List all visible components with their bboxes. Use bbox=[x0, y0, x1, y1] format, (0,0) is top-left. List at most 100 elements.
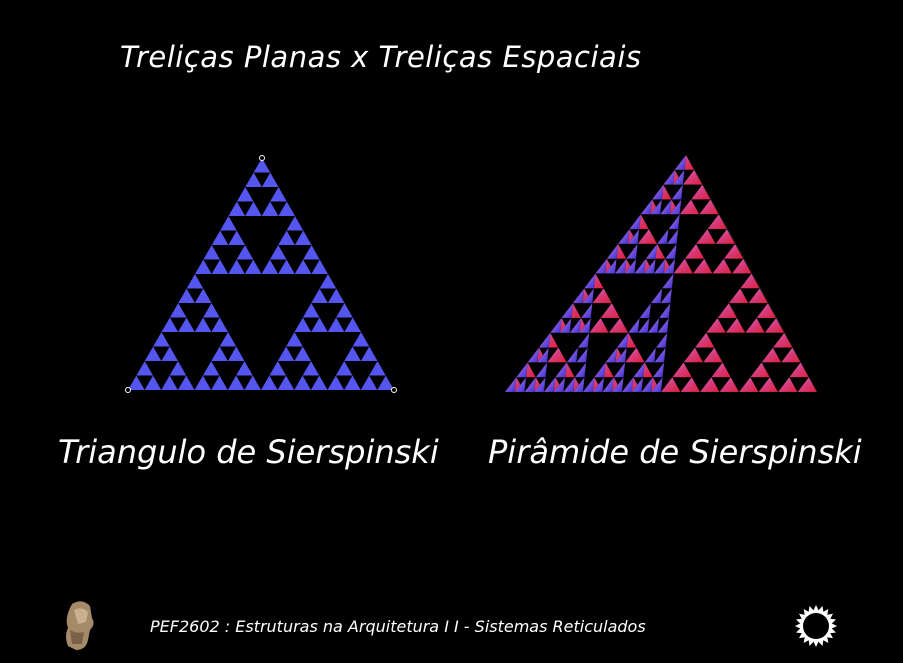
triangle-cell bbox=[211, 230, 229, 245]
pyramid-left-face-cell bbox=[577, 332, 590, 348]
triangle-cell bbox=[203, 303, 220, 318]
triangle-cell bbox=[236, 245, 254, 260]
pyramid-left-face-cell bbox=[533, 376, 546, 393]
triangle-cell bbox=[227, 346, 245, 361]
triangle-cell bbox=[153, 332, 170, 347]
pyramid-left-face-cell bbox=[669, 198, 682, 215]
slide-title: Treliças Planas x Treliças Espaciais bbox=[120, 40, 642, 74]
pyramid-front-face-cell bbox=[684, 243, 705, 259]
pyramid-left-face-cell bbox=[668, 213, 681, 230]
triangle-cell bbox=[219, 332, 237, 347]
triangle-cell bbox=[211, 346, 228, 361]
pyramid-right-face-cell bbox=[717, 211, 735, 242]
pyramid-left-face-cell bbox=[631, 376, 644, 393]
pyramid-front-face-cell bbox=[682, 169, 703, 185]
pyramid-front-face-cell bbox=[710, 362, 732, 378]
pyramid-left-face-cell bbox=[536, 346, 549, 363]
pyramid-left-face-cell bbox=[656, 228, 669, 245]
pyramid-front-face-cell bbox=[780, 347, 801, 363]
triangle-cell bbox=[211, 259, 229, 274]
pyramid-left-face-cell bbox=[671, 183, 684, 200]
triangle-cell bbox=[311, 317, 328, 332]
pyramid-left-face-cell bbox=[624, 257, 637, 274]
pyramid-left-face-cell bbox=[674, 154, 687, 171]
pyramid-left-face-cell bbox=[627, 317, 640, 333]
pyramid-left-face-cell bbox=[582, 287, 595, 304]
triangle-cell bbox=[194, 288, 212, 303]
pyramid-front-face-cell bbox=[764, 317, 785, 333]
pyramid-front-face-cell bbox=[777, 376, 798, 393]
pyramid-front-face-cell bbox=[797, 376, 818, 393]
triangle-cell bbox=[245, 172, 262, 187]
triangle-cell bbox=[194, 375, 212, 390]
pyramid-left-face-cell bbox=[637, 317, 650, 333]
pyramid-left-face-cell bbox=[625, 243, 638, 259]
triangle-cell bbox=[286, 216, 304, 231]
triangle-cell bbox=[277, 346, 295, 361]
triangle-cell bbox=[344, 317, 361, 332]
triangle-cell bbox=[161, 317, 179, 332]
triangle-cell bbox=[269, 245, 287, 260]
pyramid-front-face-cell bbox=[637, 228, 658, 245]
pyramid-right-face-cell bbox=[741, 253, 759, 284]
triangle-cell bbox=[253, 158, 271, 173]
triangle-cell bbox=[286, 332, 303, 347]
pyramid-left-face-cell bbox=[527, 346, 540, 363]
pyramid-left-face-cell bbox=[554, 361, 567, 378]
pyramid-front-face-cell bbox=[728, 287, 749, 304]
pyramid-front-face-cell bbox=[546, 347, 567, 363]
triangle-cell bbox=[278, 259, 295, 274]
pyramid-right-face-cell bbox=[725, 225, 743, 256]
pyramid-front-face-cell bbox=[673, 258, 694, 274]
pyramid-left-face-cell bbox=[634, 257, 647, 274]
pyramid-left-face-cell bbox=[627, 228, 640, 245]
pyramid-left-face-cell bbox=[621, 376, 634, 393]
triangle-cell bbox=[228, 259, 245, 274]
pyramid-front-face-cell bbox=[731, 258, 752, 274]
pyramid-left-face-cell bbox=[651, 183, 664, 200]
triangle-cell bbox=[202, 361, 220, 376]
triangle-cell bbox=[327, 375, 345, 390]
right-caption: Pirâmide de Sierspinski bbox=[488, 433, 862, 471]
triangle-cell bbox=[344, 346, 361, 361]
pyramid-front-face-cell bbox=[719, 376, 740, 393]
pyramid-front-face-cell bbox=[702, 347, 723, 363]
triangle-cell bbox=[195, 259, 212, 274]
pyramid-left-face-cell bbox=[650, 198, 663, 215]
pyramid-right-face-cell bbox=[733, 239, 751, 270]
triangle-cell bbox=[144, 375, 162, 390]
pyramid-front-face-cell bbox=[690, 184, 711, 200]
pyramid-front-face-cell bbox=[747, 287, 769, 304]
pyramid-left-face-cell bbox=[644, 346, 657, 363]
pyramid-left-face-cell bbox=[575, 346, 588, 363]
pyramid-front-face-cell bbox=[671, 362, 693, 378]
pyramid-right-face-cell bbox=[718, 212, 735, 243]
pyramid-left-face-cell bbox=[569, 317, 582, 333]
pyramid-front-face-cell bbox=[692, 258, 713, 274]
pyramid-front-face-cell bbox=[591, 287, 613, 304]
pyramid-front-face-cell bbox=[707, 213, 728, 230]
triangle-cell bbox=[327, 317, 345, 332]
pyramid-left-face-cell bbox=[672, 169, 685, 185]
pyramid-left-face-cell bbox=[657, 317, 670, 333]
pyramid-left-face-cell bbox=[662, 169, 675, 185]
triangle-cell bbox=[169, 361, 187, 376]
pyramid-front-face-cell bbox=[608, 317, 629, 333]
triangle-cell bbox=[245, 201, 262, 216]
pyramid-left-face-cell bbox=[653, 346, 666, 363]
pyramid-left-face-cell bbox=[632, 361, 645, 378]
triangle-cell bbox=[303, 245, 320, 260]
sun-ring-logo-icon bbox=[790, 600, 842, 652]
pyramid-left-face-cell bbox=[592, 376, 605, 393]
triangle-cell bbox=[178, 317, 195, 332]
pyramid-front-face-cell bbox=[679, 199, 700, 215]
triangle-cell bbox=[294, 259, 312, 274]
pyramid-front-face-cell bbox=[624, 347, 645, 363]
pyramid-left-face-cell bbox=[645, 243, 658, 259]
pyramid-right-face-cell bbox=[783, 331, 801, 362]
pyramid-left-face-cell bbox=[549, 317, 562, 333]
triangle-cell bbox=[128, 375, 145, 390]
footer-text: PEF2602 : Estruturas na Arquitetura I I … bbox=[150, 617, 646, 636]
pyramid-left-face-cell bbox=[650, 376, 663, 393]
triangle-cell bbox=[261, 172, 279, 187]
